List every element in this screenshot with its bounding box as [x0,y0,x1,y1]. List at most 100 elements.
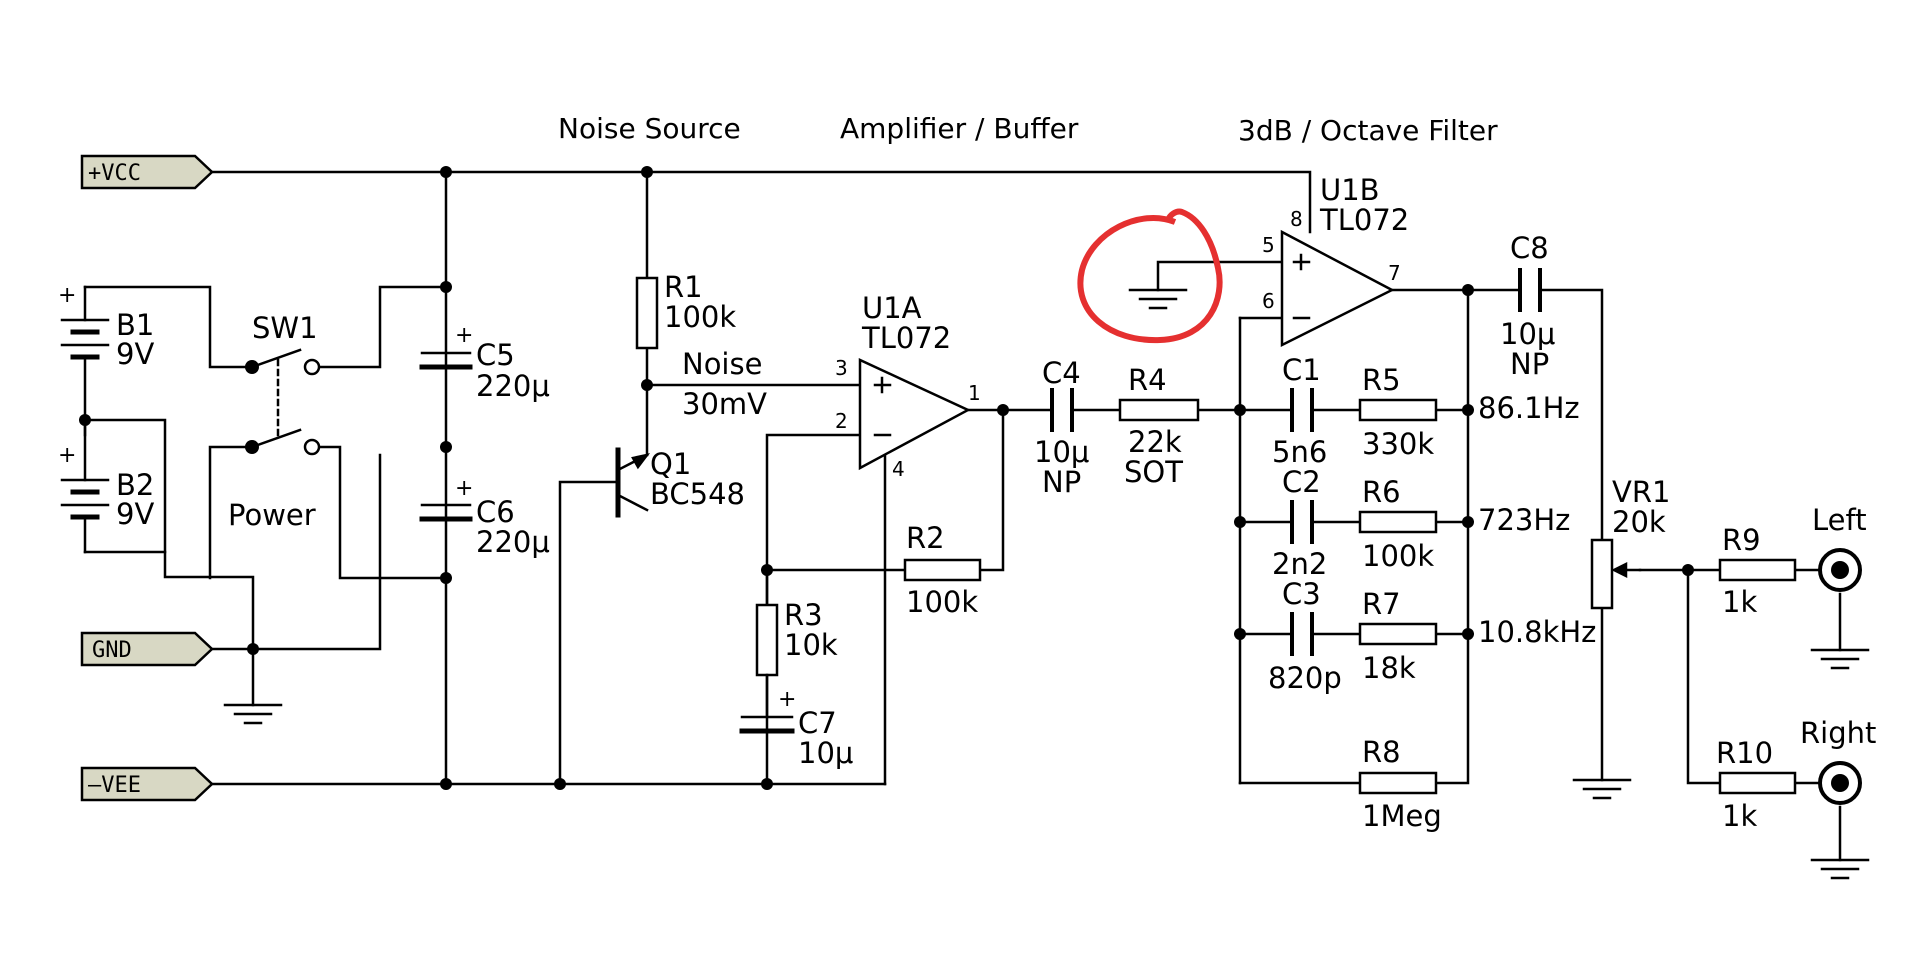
c8-type: NP [1510,347,1549,381]
heading-amplifier-buffer: Amplifier / Buffer [840,112,1079,145]
u1b-pin7: 7 [1388,261,1401,285]
c3-ref: C3 [1282,577,1321,611]
u1a-pin3: 3 [835,356,848,380]
gnd-rail-label: GND [92,638,132,663]
u1a-value: TL072 [861,321,951,355]
b2-ref: B2 [116,468,154,502]
b2-value: 9V [116,497,154,531]
vcc-rail-tag: +VCC [80,154,214,190]
c7-ref: C7 [798,706,837,740]
vee-rail-tag: –VEE [80,766,214,802]
c8-ref: C8 [1510,231,1549,265]
r9-ref: R9 [1722,523,1761,557]
r8-value: 1Meg [1362,799,1442,833]
sw1-name: Power [228,498,316,532]
ground-symbol-right-jack [1810,858,1870,880]
ground-symbol-main [223,647,283,725]
c1-ref: C1 [1282,353,1321,387]
wires [83,170,1842,862]
b2-plus-sign: + [58,443,76,468]
r7-value: 18k [1362,651,1416,685]
r6-ref: R6 [1362,475,1401,509]
c3-value: 820p [1268,661,1342,695]
resistor-r4 [1118,398,1200,422]
heading-noise-source: Noise Source [558,112,741,145]
b1-plus-sign: + [58,283,76,308]
u1b-value: TL072 [1319,203,1409,237]
r2-ref: R2 [906,521,945,555]
resistor-r9 [1718,558,1797,582]
q1-value: BC548 [650,477,745,511]
u1b-pin5: 5 [1262,233,1275,257]
heading-octave-filter: 3dB / Octave Filter [1238,114,1498,147]
freq-label-3: 10.8kHz [1478,615,1596,649]
u1b-ref: U1B [1320,173,1380,207]
capacitor-c3 [1290,612,1314,656]
resistor-r8 [1358,771,1438,795]
r4-type: SOT [1124,455,1183,489]
c6-ref: C6 [476,495,515,529]
red-annotation-circle [1077,208,1223,344]
b1-ref: B1 [116,308,154,342]
c2-value: 2n2 [1272,547,1327,581]
resistor-r6 [1358,510,1438,534]
c7-plus-sign: + [778,687,796,712]
left-output-label: Left [1812,503,1867,537]
vr1-value: 20k [1612,505,1666,539]
u1a-pin1: 1 [968,381,981,405]
c5-ref: C5 [476,338,515,372]
r1-ref: R1 [664,270,703,304]
vcc-rail-label: +VCC [88,161,141,186]
u1a-pin4: 4 [892,457,905,481]
resistor-r5 [1358,398,1438,422]
right-output-label: Right [1800,716,1876,750]
c1-value: 5n6 [1272,435,1327,469]
q1-ref: Q1 [650,447,691,481]
r3-value: 10k [784,628,838,662]
noise-value: 30mV [682,387,767,421]
ground-symbol-left-jack [1810,648,1870,670]
u1a-ref: U1A [862,291,922,325]
b1-value: 9V [116,337,154,371]
sw1-ref: SW1 [252,311,318,345]
u1b-pin6: 6 [1262,289,1275,313]
resistor-r7 [1358,622,1438,646]
u1b-pin8: 8 [1290,207,1303,231]
battery-b1 [60,285,110,422]
c6-plus-sign: + [455,476,473,501]
c5-plus-sign: + [455,323,473,348]
ground-symbol-u1b [1128,288,1188,310]
r7-ref: R7 [1362,587,1401,621]
resistor-r10 [1718,771,1797,795]
u1a-pin2: 2 [835,409,848,433]
capacitor-c5 [419,351,473,370]
r5-value: 330k [1362,427,1434,461]
gnd-rail-tag: GND [80,631,214,667]
capacitor-c2 [1290,500,1314,544]
capacitor-c6 [419,503,473,522]
capacitor-c7 [739,715,795,734]
r2-value: 100k [906,585,978,619]
c8-value: 10μ [1500,317,1555,351]
c2-ref: C2 [1282,465,1321,499]
junction-dots [79,166,1694,790]
r4-ref: R4 [1128,363,1167,397]
potentiometer-vr1 [1590,538,1642,610]
opamp-u1b [1280,229,1395,348]
noise-label: Noise [682,347,762,381]
ground-symbol-vr1 [1572,778,1632,800]
freq-label-2: 723Hz [1478,503,1570,537]
c6-value: 220μ [476,525,550,559]
left-output-jack [1818,548,1862,592]
right-output-jack [1818,761,1862,805]
opamp-u1a [858,358,971,471]
transistor-q1 [615,447,651,518]
vr1-ref: VR1 [1612,475,1670,509]
c4-value: 10μ [1034,435,1089,469]
r10-ref: R10 [1716,736,1773,770]
capacitor-c4 [1050,388,1074,432]
capacitor-c8 [1518,268,1542,312]
r6-value: 100k [1362,539,1434,573]
resistor-r3 [755,568,779,717]
